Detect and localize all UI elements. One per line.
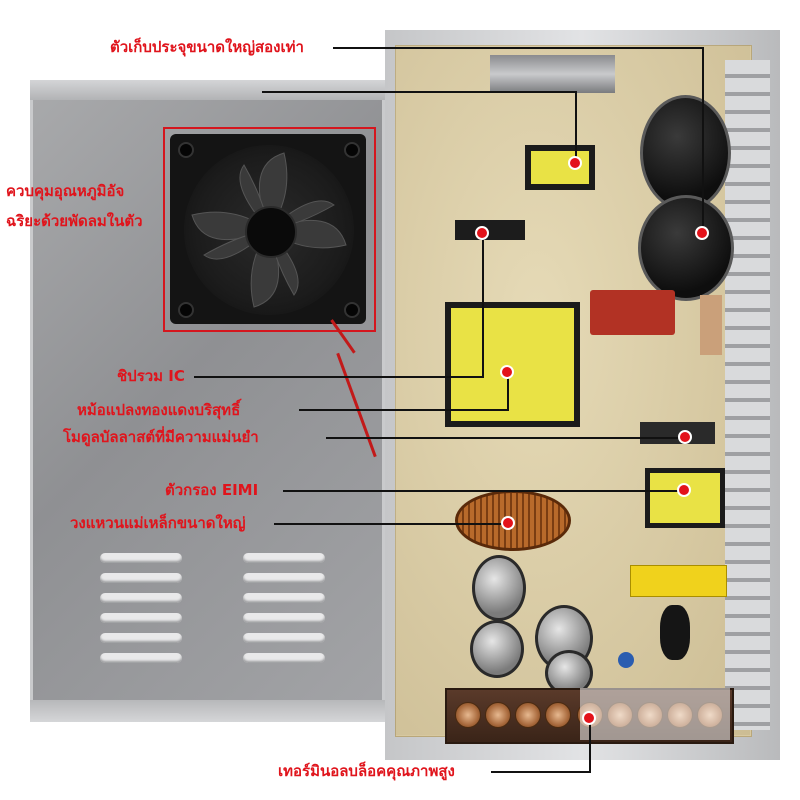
output-capacitor: [472, 555, 526, 621]
capacitors-marker-dot: [695, 226, 709, 240]
ballast-module-callout: โมดูลบัลลาสต์ที่มีความแม่นยำ: [63, 428, 259, 446]
relay: [630, 565, 727, 597]
transformer-marker-dot: [500, 365, 514, 379]
ic-chip-marker-dot: [475, 226, 489, 240]
ballast-module-marker-dot: [678, 430, 692, 444]
output-capacitor: [470, 620, 524, 678]
magnetic-ring-callout: วงแหวนแม่เหล็กขนาดใหญ่: [70, 514, 246, 532]
fan-screw: [178, 302, 194, 318]
film-capacitor: [590, 290, 675, 335]
resistor: [700, 295, 722, 355]
heatsink: [725, 60, 770, 730]
transformer-callout: หม้อแปลงทองแดงบริสุทธิ์: [77, 401, 241, 419]
fan-screw: [178, 142, 194, 158]
fan-highlight-box: [163, 127, 376, 332]
fan-screw: [344, 302, 360, 318]
case-lid-top-edge: [30, 80, 385, 100]
large-capacitor: [638, 195, 734, 301]
fan-callout-line2: ฉริยะด้วยพัดลมในตัว: [6, 212, 143, 230]
small-capacitor: [618, 652, 634, 668]
fan-screw: [344, 142, 360, 158]
case-lid-bottom-edge: [30, 700, 385, 722]
diode: [660, 605, 690, 660]
emi-filter-callout: ตัวกรอง EIMI: [165, 481, 259, 499]
large-capacitor: [640, 95, 731, 211]
capacitors-callout: ตัวเก็บประจุขนาดใหญ่สองเท่า: [110, 38, 304, 56]
emi-filter-coil: [645, 468, 725, 528]
ballast-module-part: [640, 422, 715, 444]
emi-filter-marker-dot: [677, 483, 691, 497]
mosfet-bar: [490, 55, 615, 93]
small-transformer-marker-dot: [568, 156, 582, 170]
main-transformer: [445, 302, 580, 427]
magnetic-ring-marker-dot: [501, 516, 515, 530]
small-transformer: [525, 145, 595, 190]
ic-chip-callout: ชิปรวม IC: [117, 367, 185, 385]
terminal-block-callout: เทอร์มินอลบล็อคคุณภาพสูง: [278, 762, 455, 780]
fan-hub: [245, 206, 297, 258]
terminal-block-marker-dot: [582, 711, 596, 725]
ic-chip: [455, 220, 525, 240]
fan-callout-line1: ควบคุมอุณหภูมิอัจ: [6, 182, 125, 200]
